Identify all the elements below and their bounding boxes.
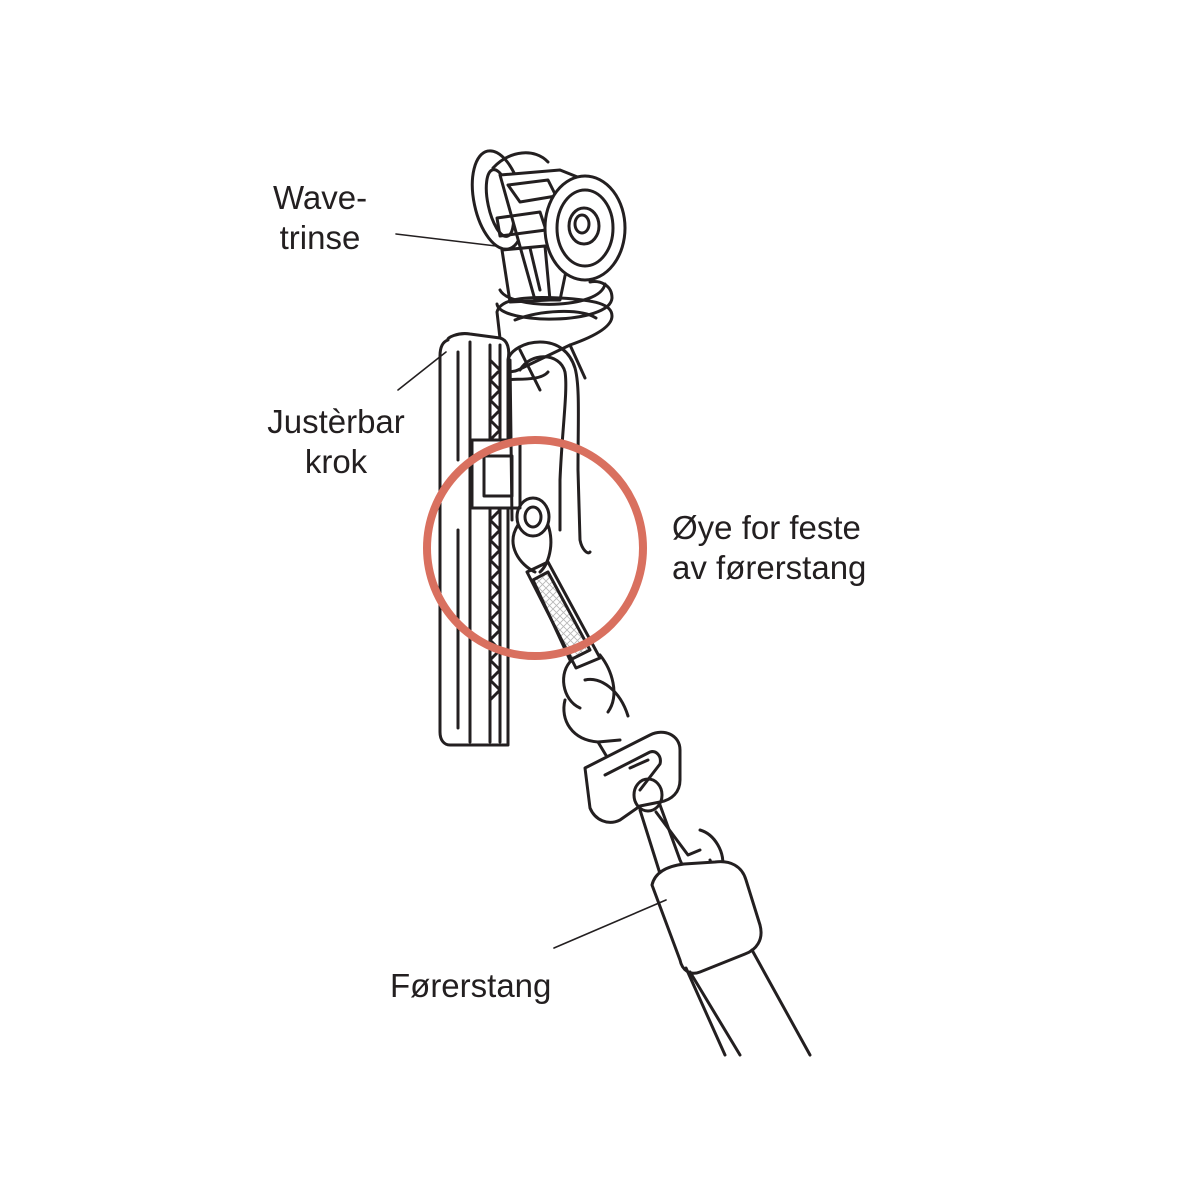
label-pulling-rod-line1: Førerstang	[390, 967, 552, 1004]
adjustable-hook	[438, 332, 592, 747]
snap-hook	[562, 698, 732, 885]
label-wave-pulley-line2: trinse	[279, 219, 361, 256]
label-adjustable-hook-line1: Justèrbar	[267, 403, 405, 440]
label-wave-pulley-line1: Wave-	[272, 179, 368, 216]
label-eye-line1: Øye for feste	[672, 509, 861, 546]
label-adjustable-hook-line2: krok	[304, 443, 368, 480]
leader-line-adjustable-hook	[397, 351, 447, 391]
wave-pulley	[470, 149, 627, 321]
highlight-circle	[423, 436, 647, 660]
pulling-rod	[650, 860, 812, 1057]
leader-line-wave-pulley	[395, 233, 497, 247]
label-wave-pulley: Wave- trinse	[250, 178, 390, 258]
label-adjustable-hook: Justèrbar krok	[246, 402, 426, 482]
label-eye-line2: av førerstang	[672, 549, 867, 586]
leader-line-pulling-rod	[553, 899, 667, 949]
label-pulling-rod: Førerstang	[390, 966, 610, 1006]
label-eye: Øye for feste av førerstang	[672, 508, 932, 588]
pulling-rod-eye	[511, 496, 630, 718]
leader-lines	[395, 233, 667, 949]
